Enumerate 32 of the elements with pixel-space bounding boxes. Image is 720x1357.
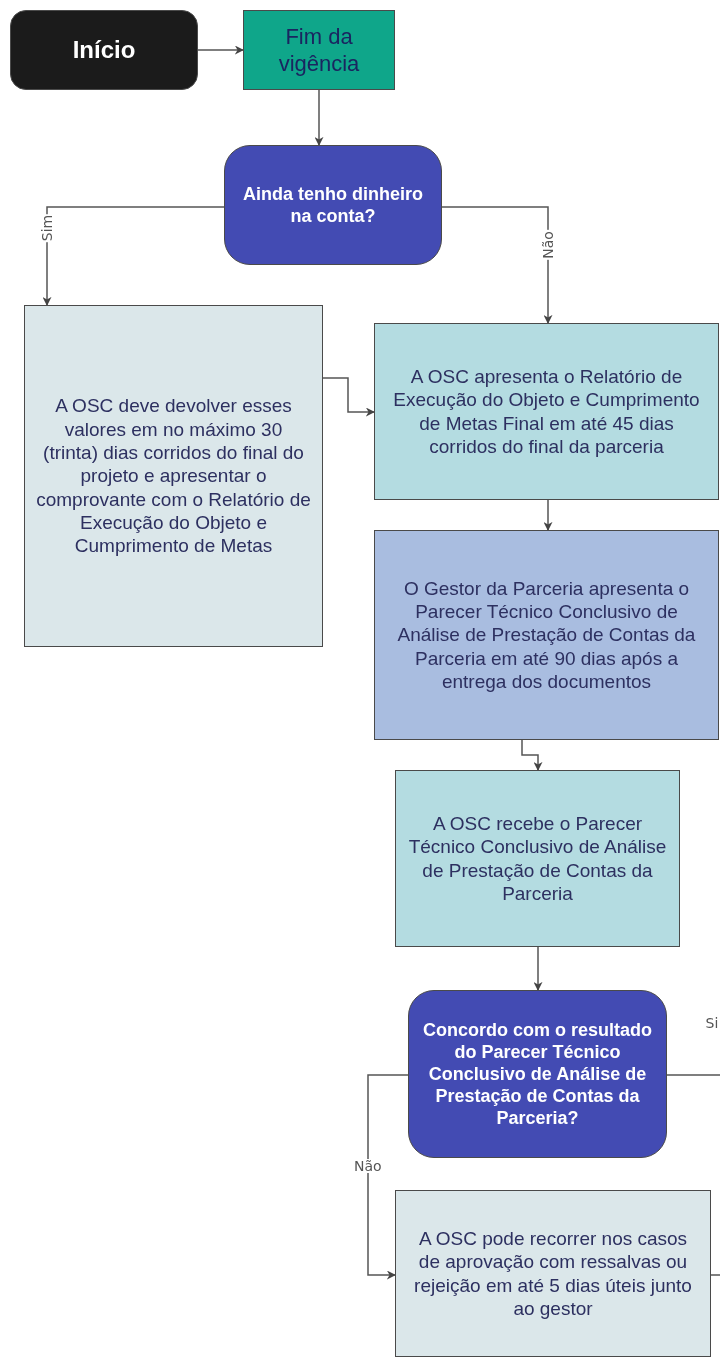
arrow — [322, 377, 375, 417]
process-box — [395, 1190, 711, 1357]
connector-line — [666, 1074, 720, 1076]
node-text: A OSC apresenta o Relatório de Execução do Objeto e Cumprimento de Metas Final em até 45 dias corridos do final da parceria — [392, 364, 701, 459]
arrow — [367, 1074, 409, 1280]
arrow — [42, 206, 225, 306]
arrow — [533, 946, 543, 991]
process-box — [374, 323, 719, 500]
node-text: Ainda tenho dinheiro na conta? — [242, 182, 424, 228]
edge-label: Não — [353, 1159, 383, 1173]
node-text: Início — [72, 35, 136, 65]
edge-label: Não — [540, 230, 555, 260]
process-box — [24, 305, 323, 647]
arrow — [197, 45, 244, 55]
node-text: Fim da vigência — [277, 22, 361, 78]
edge-label: Sim — [40, 213, 55, 243]
process-box — [374, 530, 719, 740]
arrow — [521, 739, 543, 771]
node-text: A OSC recebe o Parecer Técnico Conclusivo de Análise de Prestação de Contas da Parceria — [407, 811, 668, 906]
arrow — [314, 89, 324, 146]
node-text: A OSC deve devolver esses valores em no máximo 30 (trinta) dias corridos do final do projeto e apresentar o comprovante com o Relatório de Execução do Objeto e Cumprimento de Metas — [35, 394, 312, 558]
process-box — [243, 10, 395, 90]
start-terminal — [10, 10, 198, 90]
decision-box — [224, 145, 442, 265]
arrow — [543, 499, 553, 531]
process-box — [395, 770, 680, 947]
node-text: Concordo com o resultado do Parecer Técnico Conclusivo de Análise de Prestação de Contas da Parceria? — [422, 1018, 653, 1130]
connector-line — [710, 1274, 720, 1276]
node-text: O Gestor da Parceria apresenta o Parecer Técnico Conclusivo de Análise de Prestação de Contas da Parceria em até 90 dias após a entrega dos documentos — [396, 576, 697, 694]
decision-box — [408, 990, 667, 1158]
edge-label: Si — [704, 1016, 720, 1030]
node-text: A OSC pode recorrer nos casos de aprovação com ressalvas ou rejeição em até 5 dias úteis junto ao gestor — [413, 1226, 693, 1321]
